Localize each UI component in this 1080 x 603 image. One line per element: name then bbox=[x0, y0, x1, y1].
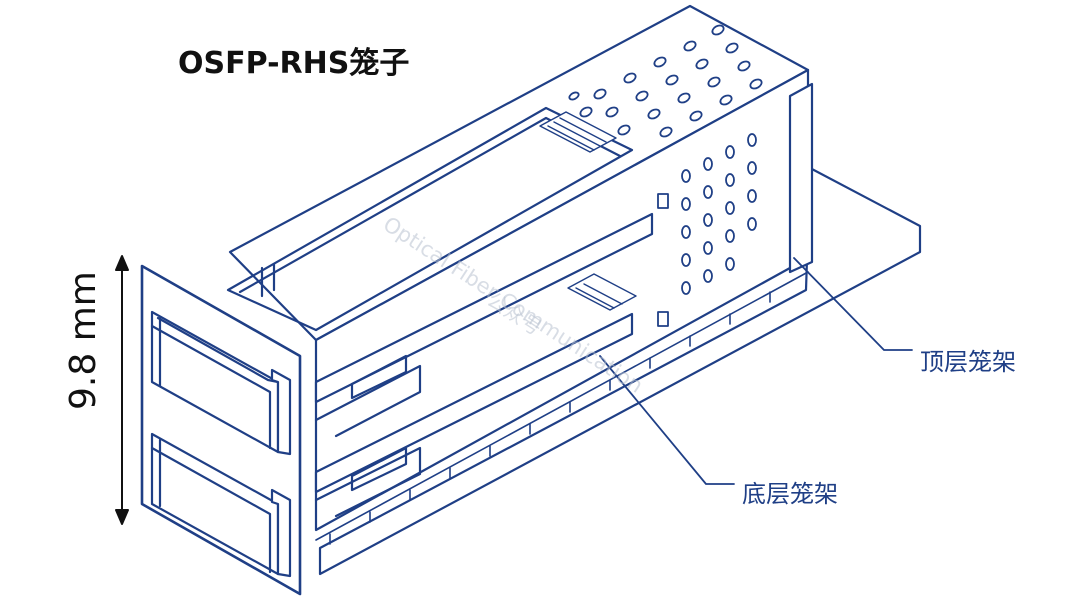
internal-connector-bottom bbox=[567, 273, 637, 311]
leader-bottom-cage bbox=[599, 355, 735, 485]
top-vent-holes bbox=[568, 24, 763, 138]
pcb-board bbox=[318, 166, 922, 576]
bottom-port-latch bbox=[270, 488, 292, 578]
callout-top-cage: 顶层笼架 bbox=[920, 348, 1016, 376]
internal-connector-top bbox=[539, 111, 617, 153]
top-port-latch bbox=[270, 368, 292, 456]
leader-top-cage bbox=[793, 257, 913, 351]
side-vent-holes bbox=[657, 133, 757, 327]
diagram-title: OSFP-RHS笼子 bbox=[178, 46, 410, 81]
dimension-label: 9.8 mm bbox=[63, 271, 104, 410]
dimension-arrow bbox=[115, 255, 129, 525]
top-window bbox=[226, 106, 634, 332]
side-window-lower bbox=[314, 312, 634, 494]
side-window-upper bbox=[314, 212, 654, 404]
bottom-rib bbox=[315, 271, 809, 545]
cage-end-panel bbox=[788, 82, 814, 274]
callout-bottom-cage: 底层笼架 bbox=[742, 480, 838, 508]
